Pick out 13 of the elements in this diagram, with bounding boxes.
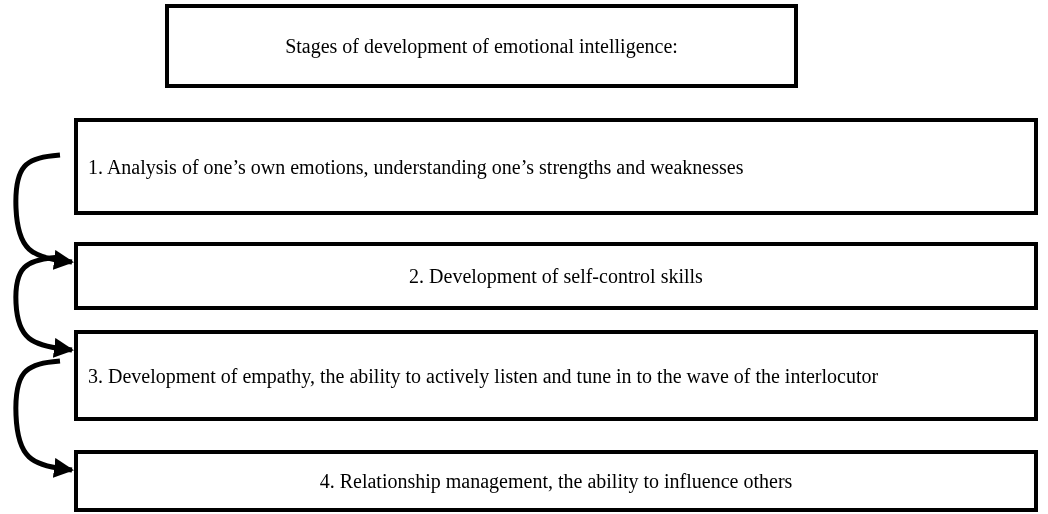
stage-box [74,118,1038,215]
title-box [165,4,798,88]
stage-text: Stages of development of emotional intelligence: [285,34,678,59]
curved-arrow [13,254,74,358]
stage-text: 2. Development of self-control skills [409,264,703,289]
stage-box [74,242,1038,310]
stage-box [74,450,1038,512]
stage-text: 1. Analysis of one’s own emotions, understanding one’s strengths and weaknesses [88,154,744,180]
curved-arrow [13,152,74,270]
stage-box [74,330,1038,421]
stage-text: 4. Relationship management, the ability to influence others [319,469,793,494]
stage-text: 3. Development of empathy, the ability to actively listen and tune in to the wave of the interlocutor [88,363,879,389]
curved-arrow [13,358,74,478]
